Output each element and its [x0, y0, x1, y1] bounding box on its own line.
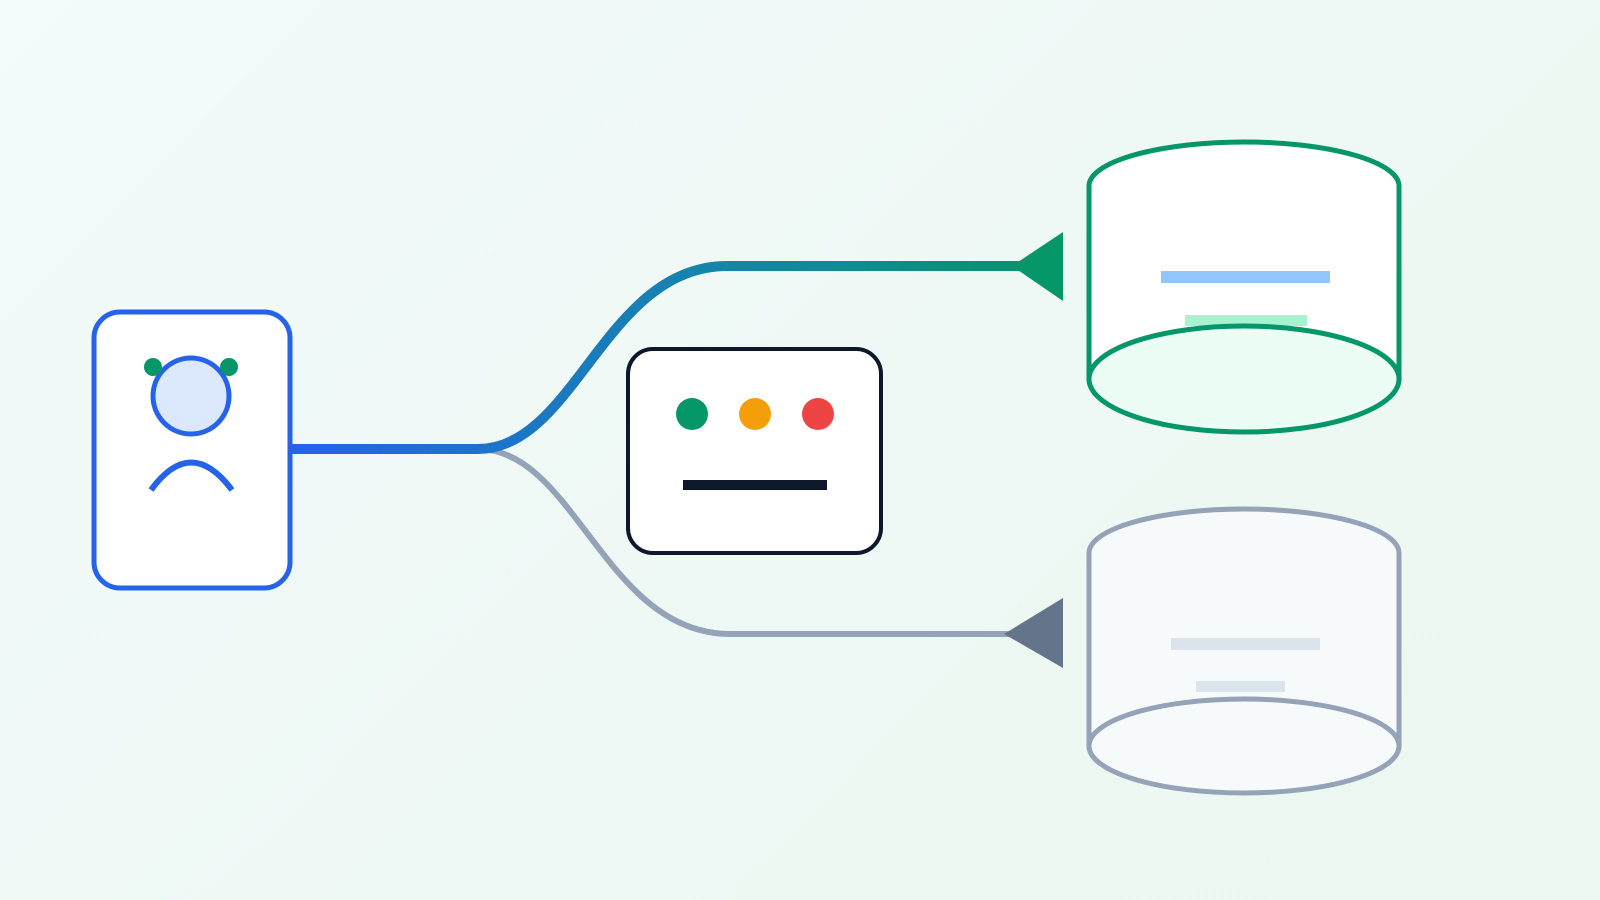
- status-dot-red: [802, 398, 834, 430]
- user-shoulders: [148, 459, 235, 492]
- primary-db-base: [1086, 323, 1402, 435]
- primary-db-line-mint: [1185, 315, 1307, 326]
- edge-user-to-primary-db: [280, 232, 1063, 454]
- active-connector-line: [280, 261, 1025, 454]
- status-bar-line: [683, 480, 827, 490]
- status-panel: [626, 347, 883, 555]
- user-card: [91, 309, 293, 591]
- user-ear-left: [144, 358, 162, 376]
- edge-user-to-secondary-db: [282, 446, 1063, 668]
- status-panel-node[interactable]: [626, 347, 883, 555]
- secondary-database-node[interactable]: [1086, 506, 1402, 796]
- inactive-arrow-head: [1004, 598, 1063, 668]
- primary-db-line-blue: [1161, 271, 1330, 283]
- user-card-node[interactable]: [91, 309, 293, 591]
- active-arrow-head: [1012, 232, 1063, 301]
- status-dot-green: [676, 398, 708, 430]
- secondary-db-line-1: [1171, 638, 1320, 650]
- status-dot-amber: [739, 398, 771, 430]
- user-ear-right: [220, 358, 238, 376]
- user-icon: [144, 355, 238, 492]
- traffic-light-icon: [676, 398, 834, 430]
- secondary-db-line-2: [1196, 681, 1285, 692]
- primary-database-node[interactable]: [1086, 139, 1402, 435]
- inactive-connector-line: [282, 446, 1015, 637]
- user-head: [150, 355, 232, 437]
- secondary-db-base: [1086, 696, 1402, 796]
